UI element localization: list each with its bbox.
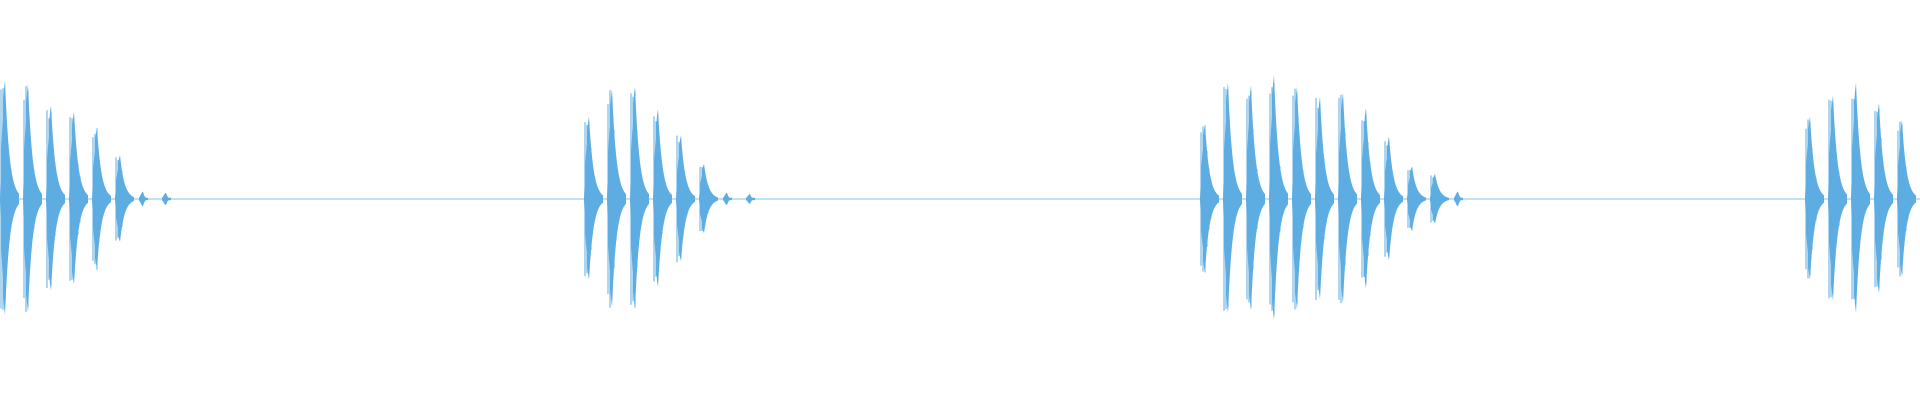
waveform-burst bbox=[1200, 75, 1463, 321]
waveform-pulse bbox=[723, 192, 732, 206]
waveform-pulse bbox=[139, 191, 148, 207]
waveform-pulse bbox=[1454, 191, 1463, 207]
waveform-pulse bbox=[746, 194, 755, 204]
waveform-pulse bbox=[162, 192, 171, 206]
waveform-burst bbox=[584, 86, 755, 310]
waveform-burst bbox=[0, 80, 171, 316]
waveform-burst bbox=[1805, 82, 1916, 313]
